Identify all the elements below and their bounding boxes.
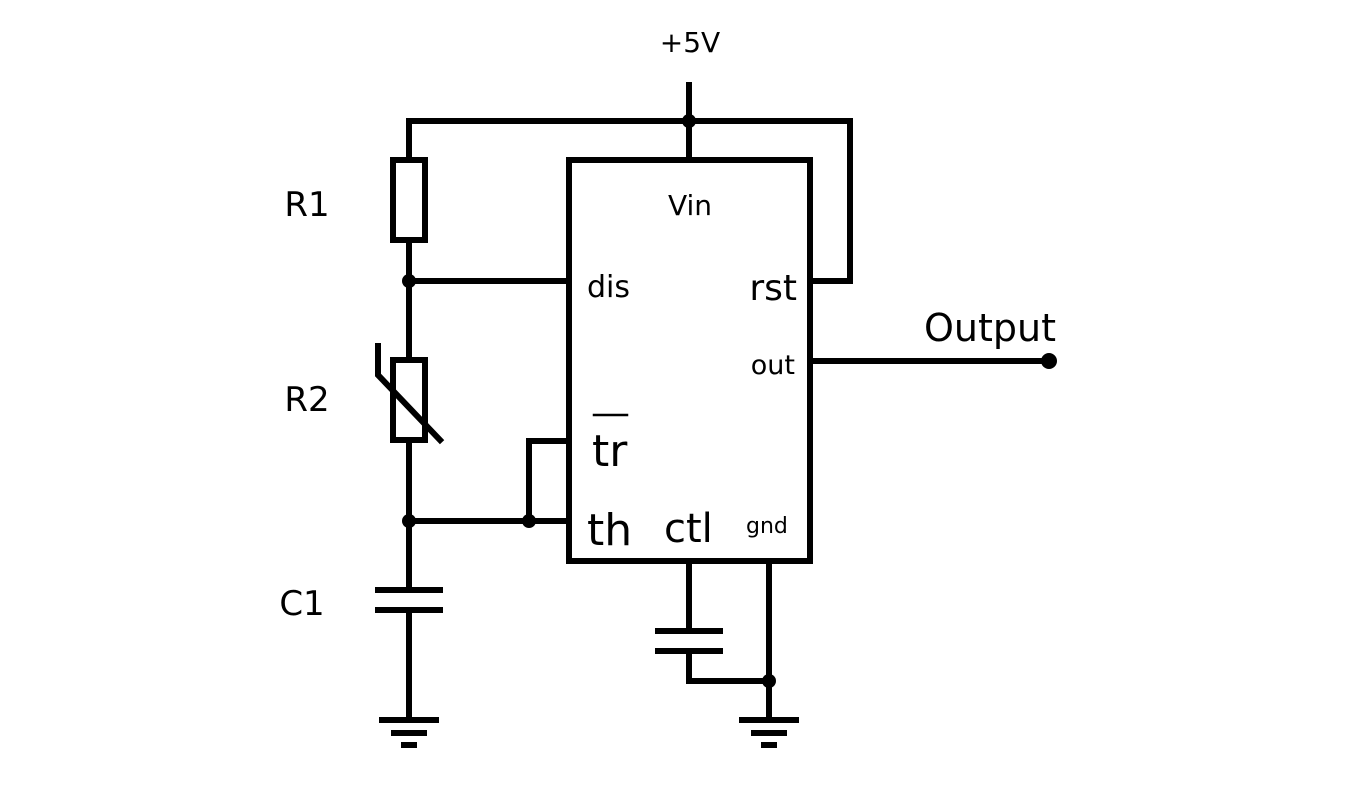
pin-dis-label: dis bbox=[587, 270, 630, 305]
threshold-junction bbox=[402, 514, 416, 528]
r2-label: R2 bbox=[284, 380, 329, 420]
pin-th-label: th bbox=[587, 505, 632, 556]
c1-label: C1 bbox=[279, 584, 324, 624]
trigger-junction bbox=[522, 514, 536, 528]
pin-ctl-label: ctl bbox=[664, 506, 713, 552]
ground-symbol-left bbox=[379, 717, 439, 748]
ground-junction bbox=[762, 674, 776, 688]
output-terminal bbox=[1041, 353, 1057, 369]
output-label: Output bbox=[924, 306, 1056, 350]
pin-rst-label: rst bbox=[749, 268, 797, 309]
pin-vin-label: Vin bbox=[668, 189, 712, 222]
r1-label: R1 bbox=[284, 185, 329, 225]
supply-rail bbox=[406, 82, 853, 284]
r2-adjust-arrow bbox=[375, 343, 445, 445]
dis-junction bbox=[402, 274, 416, 288]
tr-wire bbox=[526, 438, 572, 524]
pin-out-label: out bbox=[751, 350, 795, 381]
pin-tr-label: tr bbox=[592, 426, 628, 477]
ground-symbol-right bbox=[739, 717, 799, 748]
r1-resistor bbox=[390, 157, 428, 243]
supply-label: +5V bbox=[660, 26, 720, 59]
supply-junction bbox=[682, 114, 696, 128]
pin-gnd-label: gnd bbox=[746, 514, 788, 539]
